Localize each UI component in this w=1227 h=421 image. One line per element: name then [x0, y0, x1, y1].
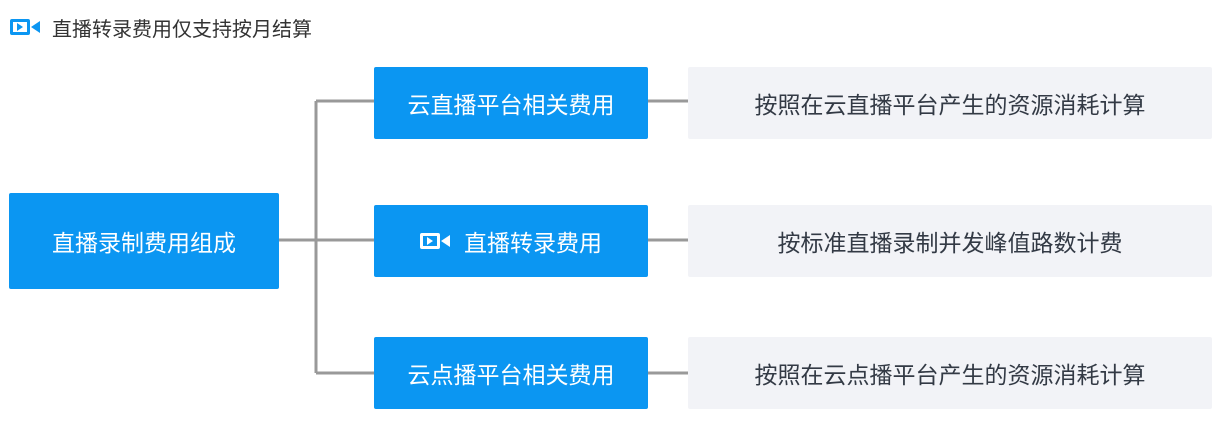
description-text: 按标准直播录制并发峰值路数计费: [777, 231, 1123, 257]
branch-node-1: 云直播平台相关费用: [374, 67, 648, 139]
description-node-1: 按照在云直播平台产生的资源消耗计算: [688, 67, 1212, 139]
branch-label: 云点播平台相关费用: [407, 363, 615, 389]
description-text: 按照在云点播平台产生的资源消耗计算: [754, 363, 1146, 389]
description-text: 按照在云直播平台产生的资源消耗计算: [754, 93, 1146, 119]
description-node-3: 按照在云点播平台产生的资源消耗计算: [688, 337, 1212, 409]
branch-label: 云直播平台相关费用: [407, 93, 615, 119]
root-label: 直播录制费用组成: [52, 231, 236, 257]
description-node-2: 按标准直播录制并发峰值路数计费: [688, 205, 1212, 277]
branch-node-3: 云点播平台相关费用: [374, 337, 648, 409]
legend-text: 直播转录费用仅支持按月结算: [52, 16, 312, 41]
legend: 直播转录费用仅支持按月结算: [10, 12, 312, 42]
branch-node-2: 直播转录费用: [374, 205, 648, 277]
branch-label: 直播转录费用: [464, 231, 602, 257]
root-node: 直播录制费用组成: [9, 193, 279, 289]
video-camera-icon: [10, 17, 40, 37]
video-camera-icon: [420, 231, 450, 251]
